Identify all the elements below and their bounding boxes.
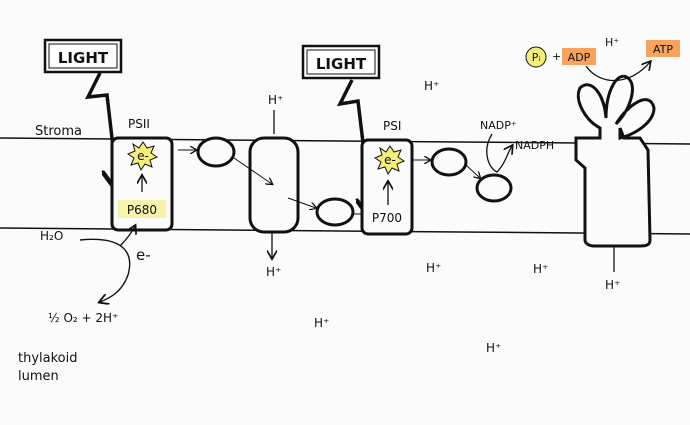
atp-label: ATP [653, 43, 673, 56]
proton-label-7: H⁺ [314, 316, 329, 330]
proton-label-2: H⁺ [424, 79, 439, 93]
water-label: H₂O [40, 229, 63, 243]
flow-arrow-6 [465, 164, 480, 178]
proton-label-5: H⁺ [533, 262, 548, 276]
adp-highlight [562, 48, 596, 65]
electron-to-psii-arrow [119, 226, 135, 247]
water-splitting-arrow [79, 238, 131, 302]
water-products-label: ½ O₂ + 2H⁺ [48, 311, 118, 325]
light-box-1: LIGHT [43, 38, 123, 74]
carrier-ellipse-3 [430, 147, 468, 177]
carrier-ellipse-4 [475, 173, 513, 203]
proton-label-1: H⁺ [268, 93, 283, 107]
flow-arrow-3 [287, 197, 316, 208]
pi-circle [525, 46, 547, 68]
flow-arrow-2 [233, 157, 272, 184]
proton-label-6: H⁺ [605, 278, 620, 292]
adp-label: ADP [568, 51, 591, 64]
p680-label: P680 [127, 203, 157, 217]
p680-highlight [118, 200, 166, 218]
plus-label: + [552, 50, 561, 63]
lumen-label-line1: thylakoid [18, 351, 78, 366]
nadp-reduction-arrow [486, 133, 512, 173]
cytochrome-complex [248, 136, 300, 234]
atp-highlight [646, 40, 680, 57]
proton-label-3: H⁺ [266, 265, 281, 279]
psi-electron-label: e- [384, 153, 396, 167]
light-box-2: LIGHT [301, 44, 381, 80]
carrier-ellipse-1 [196, 136, 236, 168]
pi-label: Pᵢ [532, 51, 541, 64]
stroma-label: Stroma [35, 124, 82, 139]
atp-synthase [574, 74, 656, 248]
psii-electron-label: e- [137, 149, 149, 163]
electron-small-label: e- [136, 246, 151, 264]
atp-formation-arrow [585, 62, 650, 82]
carrier-ellipse-2 [315, 197, 355, 227]
light-label-2: LIGHT [316, 55, 367, 73]
atp-synthase-proton-label: H⁺ [605, 36, 619, 49]
nadp-label: NADP⁺ [480, 119, 517, 132]
psi-label: PSI [383, 119, 401, 133]
light-label-1: LIGHT [58, 49, 109, 67]
psii-label: PSII [128, 117, 150, 131]
psii-electron-star: e- [126, 141, 159, 172]
proton-label-4: H⁺ [426, 261, 441, 275]
p700-label: P700 [372, 211, 402, 225]
lumen-label-line2: lumen [18, 369, 59, 384]
psi-electron-star: e- [373, 145, 406, 176]
proton-label-8: H⁺ [486, 341, 501, 355]
nadph-label: NADPH [515, 139, 554, 152]
